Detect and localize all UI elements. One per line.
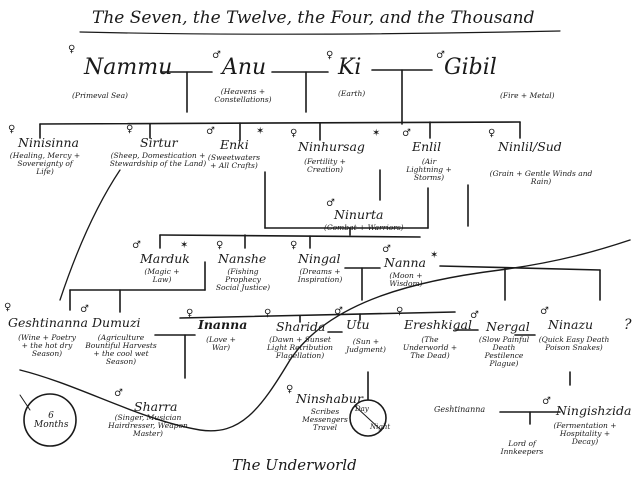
deity-sharra-domain: (Singer, Musician Hairdresser, Weapon Ma…: [108, 413, 188, 438]
deity-ningishzida: Ningishzida: [556, 403, 632, 418]
deity-geshtinanna: Geshtinanna: [8, 315, 88, 330]
female-symbol-icon: ♀: [8, 124, 16, 135]
male-symbol-icon: ♂: [114, 388, 123, 399]
deity-inanna: Inanna: [198, 317, 248, 332]
male-symbol-icon: ♂: [132, 240, 141, 251]
male-symbol-icon: ♂: [470, 310, 479, 321]
male-symbol-icon: ♂: [80, 304, 89, 315]
female-symbol-icon: ♀: [326, 50, 334, 61]
deity-ki-domain: (Earth): [338, 89, 366, 98]
deity-gibil: Gibil: [444, 55, 497, 80]
female-symbol-icon: ♀: [216, 240, 224, 251]
diagram-title: The Seven, the Twelve, the Four, and the…: [92, 8, 535, 28]
deity-utu: Utu: [346, 317, 370, 332]
deity-anu: Anu: [222, 55, 267, 80]
deity-enlil: Enlil: [412, 139, 442, 154]
female-symbol-icon: ♀: [264, 308, 272, 319]
female-symbol-icon: ♀: [290, 128, 298, 139]
deity-anu-domain: (Heavens + Constellations): [214, 87, 272, 104]
deity-ninurta-domain: (Combat + Warriors): [324, 223, 404, 232]
deity-enki-domain: (Sweetwaters + All Crafts): [207, 153, 261, 170]
deity-enki: Enki: [220, 137, 249, 152]
female-symbol-icon: ♀: [186, 308, 194, 319]
star-icon: ✶: [430, 250, 439, 261]
deity-marduk: Marduk: [140, 251, 190, 266]
deity-ninazu-domain: (Quick Easy Death Poison Snakes): [538, 335, 610, 352]
deity-enlil-domain: (Air Lightning + Storms): [406, 157, 452, 182]
male-symbol-icon: ♂: [212, 50, 221, 61]
male-symbol-icon: ♂: [436, 50, 445, 61]
deity-sirtur: Sirtur: [140, 135, 178, 150]
deity-ningal: Ningal: [298, 251, 341, 266]
star-icon: ✶: [180, 240, 189, 251]
female-symbol-icon: ♀: [396, 306, 404, 317]
male-symbol-icon: ♂: [540, 306, 549, 317]
deity-sharida-domain: (Dawn + Sunset Light Retribution Flagell…: [267, 335, 333, 360]
female-symbol-icon: ♀: [126, 124, 134, 135]
deity-dumuzi-domain: (Agriculture Bountiful Harvests + the co…: [85, 333, 157, 366]
deity-nergal-domain: (Slow Painful Death Pestilence Plague): [478, 335, 530, 368]
innkeepers-note: Lord of Innkeepers: [500, 439, 544, 456]
deity-ereshkigal: Ereshkigal: [404, 317, 472, 332]
deity-sharra: Sharra: [134, 399, 178, 414]
deity-nergal: Nergal: [486, 319, 530, 334]
male-symbol-icon: ♂: [542, 396, 551, 407]
deity-ninhursag-domain: (Fertility + Creation): [304, 157, 346, 174]
deity-ereshkigal-domain: (The Underworld + The Dead): [402, 335, 458, 360]
male-symbol-icon: ♂: [402, 128, 411, 139]
deity-gibil-domain: (Fire + Metal): [500, 91, 555, 100]
deity-ninlil: Ninlil/Sud: [498, 139, 562, 154]
deity-nammu: Nammu: [84, 55, 173, 80]
female-symbol-icon: ♀: [68, 44, 76, 55]
deity-nanna-domain: (Moon + Wisdom): [389, 271, 423, 288]
deity-sharida: Sharida: [276, 319, 326, 334]
male-symbol-icon: ♂: [382, 244, 391, 255]
deity-ningal-domain: (Dreams + Inspiration): [297, 267, 343, 284]
deity-nanna: Nanna: [384, 255, 426, 270]
underworld-label: The Underworld: [232, 456, 357, 474]
female-symbol-icon: ♀: [286, 384, 294, 395]
deity-ningishzida-domain: (Fermentation + Hospitality + Decay): [553, 421, 617, 446]
deity-ninshabur-domain: Scribes Messengers Travel: [302, 407, 348, 432]
female-symbol-icon: ♀: [290, 240, 298, 251]
deity-geshtinanna-domain: (Wine + Poetry + the hot dry Season): [18, 333, 76, 358]
deity-sirtur-domain: (Sheep, Domestication + Stewardship of t…: [109, 151, 207, 168]
deity-marduk-domain: (Magic + Law): [144, 267, 180, 284]
deity-ninlil-domain: (Grain + Gentle Winds and Rain): [489, 169, 593, 186]
male-symbol-icon: ♂: [206, 126, 215, 137]
night-label: Night: [370, 423, 391, 431]
deity-utu-domain: (Sun + Judgment): [346, 337, 386, 354]
deity-ninhursag: Ninhursag: [298, 139, 365, 154]
deity-inanna-domain: (Love + War): [206, 335, 236, 352]
deity-ninazu: Ninazu: [548, 317, 594, 332]
male-symbol-icon: ♂: [326, 198, 335, 209]
deity-dumuzi: Dumuzi: [92, 315, 141, 330]
star-icon: ✶: [256, 126, 265, 137]
months-note: 6 Months: [34, 411, 69, 431]
deity-ninisinna: Ninisinna: [18, 135, 79, 150]
deity-ninshabur: Ninshabur: [296, 391, 363, 406]
day-label: Day: [355, 405, 369, 413]
deity-nanshe-domain: (Fishing Prophecy Social Justice): [215, 267, 271, 292]
female-symbol-icon: ♀: [488, 128, 496, 139]
deity-ninurta: Ninurta: [334, 207, 384, 222]
deity-ninisinna-domain: (Healing, Mercy + Sovereignty of Life): [9, 151, 81, 176]
star-icon: ✶: [372, 128, 381, 139]
deity-nanshe: Nanshe: [218, 251, 267, 266]
deity-ki: Ki: [338, 55, 362, 80]
geshtinanna-small-label: Geshtinanna: [434, 405, 486, 414]
female-symbol-icon: ♀: [4, 302, 12, 313]
deity-nammu-domain: (Primeval Sea): [72, 91, 128, 100]
question-mark: ?: [624, 317, 632, 333]
male-symbol-icon: ♂: [334, 306, 343, 317]
